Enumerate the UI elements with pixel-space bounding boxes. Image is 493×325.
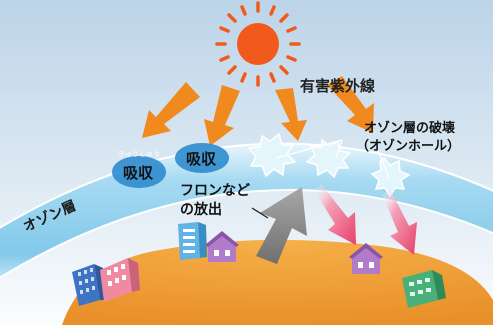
house-icon [205, 231, 239, 262]
absorb-oval-1 [112, 156, 166, 188]
ozone-hole-burst-icon [370, 156, 411, 198]
absorb-label-2: 吸収 [186, 150, 217, 168]
absorb-label-1: 吸収 [123, 164, 154, 182]
uv-arrows [142, 76, 374, 146]
freon-leader-line [251, 207, 269, 219]
absorb-ruby: きゅうしゅう [118, 150, 160, 158]
building-icon [402, 270, 446, 308]
uv-arrow-icon [327, 76, 374, 133]
freon-label-line1: フロンなど [180, 182, 250, 198]
buildings [72, 222, 446, 308]
uv-arrow-icon [275, 88, 307, 141]
destruction-label-line2: （オゾンホール） [356, 138, 460, 153]
building-icon [178, 222, 207, 260]
building-icon [100, 258, 140, 302]
freon-label-line2: の放出 [180, 201, 222, 217]
destruction-leader-lines [275, 139, 390, 179]
uv-arrow-icon [204, 85, 240, 146]
uv-arrow-icon [142, 82, 200, 138]
absorb-oval-2 [175, 143, 229, 173]
sun-icon [215, 1, 301, 87]
ozone-hole-burst-icon [247, 132, 297, 178]
house-icon [349, 243, 383, 274]
uv-arrow-icon [314, 184, 356, 245]
freon-arrow-icon [256, 187, 307, 264]
destruction-label-line1: オゾン層の破壊 [364, 120, 456, 135]
penetrating-uv-arrows [314, 184, 417, 255]
uv-label: 有害紫外線 [300, 77, 375, 95]
earth-ground [62, 239, 493, 325]
uv-arrow-icon [382, 189, 417, 255]
